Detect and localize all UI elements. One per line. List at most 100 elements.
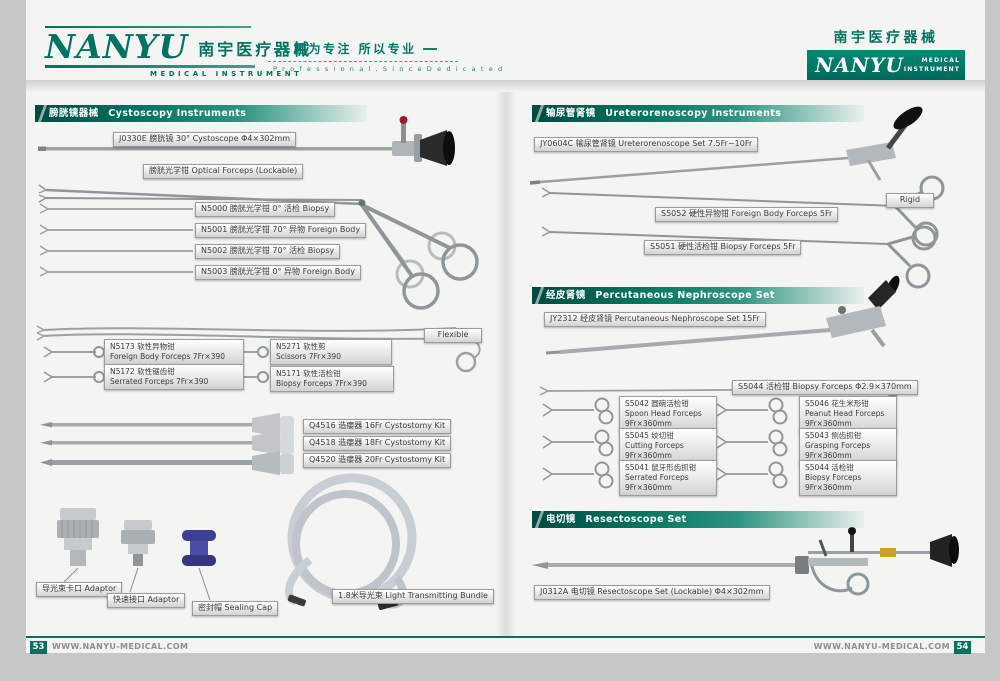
section-nephroscope: 经皮肾镜 Percutaneous Nephroscope Set [532,287,864,304]
label-grid-s5043-line1: S5043 侧齿抓钳 [805,431,862,440]
tag-flexible: Flexible [424,328,482,343]
label-grid-s5045: S5045 绞切钳 Cutting Forceps 9Fr×360mm [619,428,717,465]
section-nephroscope-cn: 经皮肾镜 [546,290,586,301]
section-ureterorenoscopy: 输尿管肾镜 Ureterorenoscopy Instruments [532,105,864,122]
label-flex-n5172-line2: Serrated Forceps 7Fr×390 [110,377,209,387]
brand-block-name: NANYU [815,53,904,77]
label-flex-n5171-line2: Biopsy Forceps 7Fr×390 [276,379,367,389]
page-fold-shadow [496,92,516,637]
label-flex-n5171: N5171 软性活检钳 Biopsy Forceps 7Fr×390 [270,366,394,393]
label-optical-n5000: N5000 膀胱光学钳 0° 活检 Biopsy [195,202,336,217]
brand-block-sub1: MEDICAL [921,57,961,64]
label-grid-s5041-line2: Serrated Forceps [625,473,689,483]
section-ureterorenoscopy-cn: 输尿管肾镜 [546,108,596,119]
label-grid-s5042-line3: 9Fr×360mm [625,419,672,429]
tagline-dashed-rule [268,60,458,62]
tagline-dash-left [274,47,288,50]
label-grid-s5044-line3: 9Fr×360mm [805,483,852,493]
tagline-dash-right [422,47,437,50]
logo-top-rule [45,26,251,28]
brand-block-chinese: 南宇医疗器械 [833,30,939,46]
brand-block-banner: NANYU MEDICAL INSTRUMENT [807,50,965,80]
label-cystostomy-q4520: Q4520 造瘘器 20Fr Cystostomy Kit [303,453,452,468]
page-number-left: 53 [30,641,47,654]
label-optical-forceps: 膀胱光学钳 Optical Forceps (Lockable) [143,164,304,179]
accessory-illustrations [57,508,216,601]
label-light-bundle: 1.8米导光束 Light Transmitting Bundle [332,589,494,604]
label-lightguide-adaptor: 导光束卡口 Adaptor [36,582,123,597]
footer-rule [26,636,985,638]
tagline-english: P r o f e s s i o n a l , S i n c e D e … [273,65,504,73]
label-flex-n5173-line2: Foreign Body Forceps 7Fr×390 [110,352,226,362]
label-cystoscope: J0330E 膀胱镜 30° Cystoscope Φ4×302mm [113,132,297,147]
website-right: WWW.NANYU-MEDICAL.COM [813,642,950,651]
label-cystostomy-q4516: Q4516 造瘘器 16Fr Cystostomy Kit [303,419,452,434]
label-grid-s5041-line1: S5041 鼠牙形齿抓钳 [625,463,697,472]
label-flex-n5172-line1: N5172 软性锯齿钳 [110,367,175,376]
optical-forceps-illustration [38,184,479,310]
section-resectoscope: 电切镜 Resectoscope Set [532,511,864,528]
label-optical-n5001: N5001 膀胱光学钳 70° 异物 Foreign Body [195,223,367,238]
label-flex-n5173-line1: N5173 软性异物钳 [110,342,175,351]
label-grid-s5041: S5041 鼠牙形齿抓钳 Serrated Forceps 9Fr×360mm [619,460,717,497]
label-cystostomy-q4518: Q4518 造瘘器 18Fr Cystostomy Kit [303,436,452,451]
label-grid-s5044-line1: S5044 活检钳 [805,463,854,472]
label-flex-n5271-line2: Scissors 7Fr×390 [276,352,341,362]
label-flex-n5171-line1: N5171 软性活检钳 [276,369,341,378]
nephro-forceps-icons [542,397,788,489]
label-flex-n5172: N5172 软性锯齿钳 Serrated Forceps 7Fr×390 [104,364,244,391]
label-grid-s5042: S5042 圆碗活检钳 Spoon Head Forceps 9Fr×360mm [619,396,717,433]
label-sealing-cap: 密封帽 Sealing Cap [192,601,279,616]
section-cystoscopy-cn: 膀胱镜器械 [49,108,99,119]
label-grid-s5042-line1: S5042 圆碗活检钳 [625,399,689,408]
resectoscope-illustration [532,527,959,596]
label-flex-n5173: N5173 软性异物钳 Foreign Body Forceps 7Fr×390 [104,339,244,366]
label-grid-s5046-line2: Peanut Head Forceps [805,409,885,419]
label-grid-s5046-line3: 9Fr×360mm [805,419,852,429]
section-resectoscope-en: Resectoscope Set [585,514,687,525]
tagline-chinese: 因为专注 所以专业 [294,42,417,56]
brand-block-subtitle: MEDICAL INSTRUMENT [904,56,960,74]
label-grid-s5045-line2: Cutting Forceps [625,441,684,451]
label-grid-s5043-line3: 9Fr×360mm [805,451,852,461]
website-left: WWW.NANYU-MEDICAL.COM [52,642,189,651]
label-ureteroscope: JY0604C 输尿管肾镜 Ureterorenoscope Set 7.5Fr… [534,137,759,152]
label-grid-s5043-line2: Grasping Forceps [805,441,871,451]
label-optical-n5002: N5002 膀胱光学钳 70° 活检 Biopsy [195,244,341,259]
label-nephro-biopsy: S5044 活检钳 Biopsy Forceps Φ2.9×370mm [732,380,918,395]
page-number-right: 54 [954,641,971,654]
logo-chinese: 南宇医疗器械 [198,40,313,59]
nephroscope-illustration [545,275,900,355]
label-grid-s5046-line1: S5046 花生米形钳 [805,399,869,408]
label-grid-s5044-line2: Biopsy Forceps [805,473,862,483]
ureteroscope-illustration [529,106,923,185]
logo-underline-bar [45,65,255,68]
label-flex-n5271-line1: N5271 软性剪 [276,342,326,351]
tag-rigid: Rigid [886,193,934,208]
label-grid-s5045-line1: S5045 绞切钳 [625,431,674,440]
rigid-forceps-illustrations [541,175,945,289]
section-nephroscope-en: Percutaneous Nephroscope Set [595,290,775,301]
section-ureterorenoscopy-en: Ureterorenoscopy Instruments [605,108,782,119]
brand-block-sub2: INSTRUMENT [903,66,961,73]
logo-subtitle: MEDICAL INSTRUMENT [150,70,303,78]
brand-block: 南宇医疗器械 NANYU MEDICAL INSTRUMENT [807,27,965,80]
label-quick-adaptor: 快速接口 Adaptor [107,593,186,608]
label-grid-s5045-line3: 9Fr×360mm [625,451,672,461]
label-flex-n5271: N5271 软性剪 Scissors 7Fr×390 [270,339,392,366]
label-grid-s5044: S5044 活检钳 Biopsy Forceps 9Fr×360mm [799,460,897,497]
section-resectoscope-cn: 电切镜 [546,514,576,525]
label-grid-s5041-line3: 9Fr×360mm [625,483,672,493]
label-grid-s5043: S5043 侧齿抓钳 Grasping Forceps 9Fr×360mm [799,428,897,465]
label-nephroscope: JY2312 经皮肾镜 Percutaneous Nephroscope Set… [544,312,766,327]
label-rigid-s5051: S5051 硬性活检钳 Biopsy Forceps 5Fr [644,240,802,255]
header-divider-band [26,80,985,92]
logo: NANYU 南宇医疗器械 [45,30,312,63]
tagline: 因为专注 所以专业 P r o f e s s i o n a l , S i … [268,40,502,73]
flexible-forceps-illustration [36,325,481,373]
label-resectoscope: J0312A 电切镜 Resectoscope Set (Lockable) Φ… [534,585,770,600]
label-optical-n5003: N5003 膀胱光学钳 0° 异物 Foreign Body [195,265,361,280]
optical-forceps-tips [39,203,193,277]
logo-name: NANYU [45,27,189,66]
